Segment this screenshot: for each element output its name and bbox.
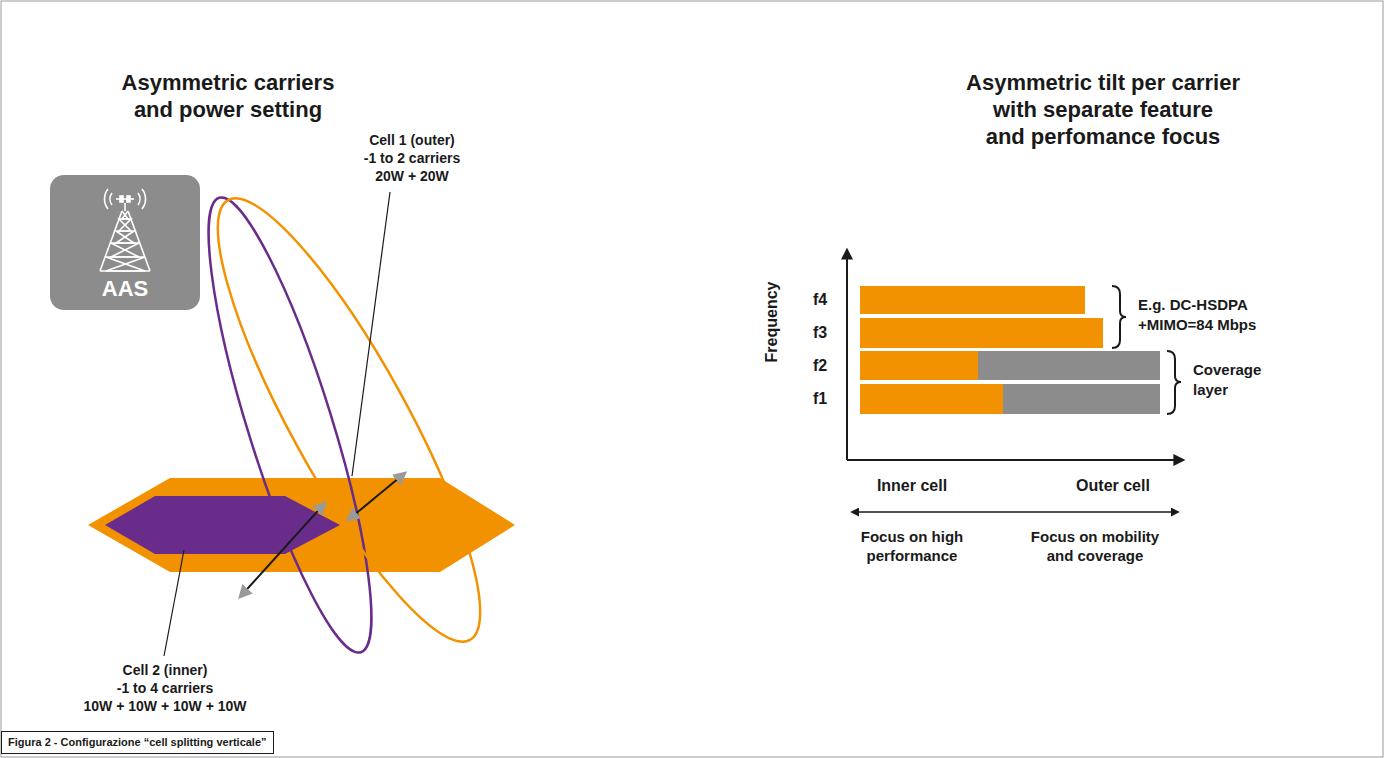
cell-label: 10W + 10W + 10W + 10W: [83, 698, 246, 715]
carrier-bar-inner: [860, 384, 1003, 414]
carrier-bar-outer: [978, 351, 1160, 380]
panel-heading: with separate feature: [993, 97, 1213, 123]
brace: [1167, 351, 1181, 414]
carrier-label: f4: [813, 290, 827, 309]
outer-beam: [177, 172, 520, 668]
brace-note: layer: [1193, 381, 1228, 399]
tilt-arrow: [348, 473, 405, 520]
panel-heading: Asymmetric tilt per carrier: [966, 70, 1240, 96]
axis-title: Frequency: [762, 282, 781, 363]
carrier-label: f1: [813, 389, 827, 408]
focus-arrow: [852, 511, 1178, 513]
panel-heading: and power setting: [134, 97, 322, 123]
focus-note: Focus on mobility: [1031, 528, 1159, 546]
carrier-bar-outer: [1003, 384, 1160, 414]
carrier-bar: [860, 286, 1085, 314]
outer-cell-hexagon: [88, 478, 515, 572]
x-axis: [847, 459, 1183, 461]
carrier-bar: [860, 318, 1103, 348]
cell-label: Cell 2 (inner): [123, 662, 208, 679]
inner-beam: [179, 185, 401, 664]
brace: [1112, 286, 1126, 348]
node-label: AAS: [102, 276, 148, 302]
focus-note: performance: [867, 547, 958, 565]
brace-note: Coverage: [1193, 361, 1261, 379]
cell-label: -1 to 2 carriers: [364, 150, 461, 167]
antenna-box: AAS: [50, 175, 200, 310]
carrier-label: f2: [813, 356, 827, 375]
y-axis: [846, 250, 848, 460]
brace-note: +MIMO=84 Mbps: [1138, 316, 1256, 334]
tilt-arrow: [240, 503, 325, 597]
leader-line: [164, 550, 184, 656]
carrier-bar-inner: [860, 351, 978, 380]
carrier-label: f3: [813, 323, 827, 342]
axis-label: Outer cell: [1076, 476, 1150, 495]
cell-label: Cell 1 (outer): [369, 132, 455, 149]
panel-heading: and perfomance focus: [986, 124, 1221, 150]
focus-note: and coverage: [1047, 547, 1144, 565]
figure-caption: Figura 2 - Configurazione “cell splittin…: [1, 731, 274, 754]
cell-label: -1 to 4 carriers: [117, 680, 214, 697]
leader-line: [352, 192, 390, 476]
panel-heading: Asymmetric carriers: [122, 70, 335, 96]
focus-note: Focus on high: [861, 528, 964, 546]
axis-label: Inner cell: [877, 476, 947, 495]
brace-note: E.g. DC-HSDPA: [1138, 296, 1248, 314]
cell-label: 20W + 20W: [375, 168, 449, 185]
